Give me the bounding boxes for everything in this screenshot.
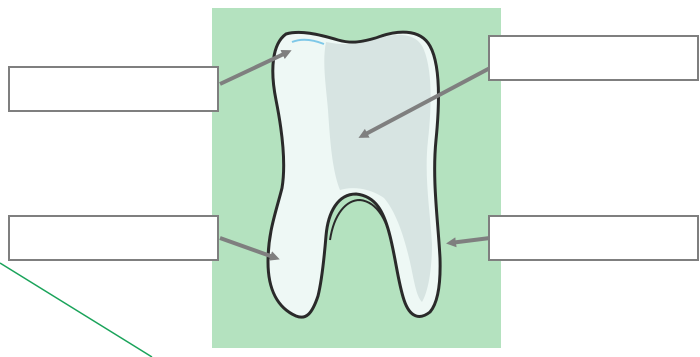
label-box-top-left[interactable] — [8, 66, 219, 112]
stray-green-line — [0, 263, 152, 357]
label-box-top-right[interactable] — [488, 35, 699, 81]
label-box-bottom-right[interactable] — [488, 215, 699, 261]
label-box-bottom-left[interactable] — [8, 215, 219, 261]
